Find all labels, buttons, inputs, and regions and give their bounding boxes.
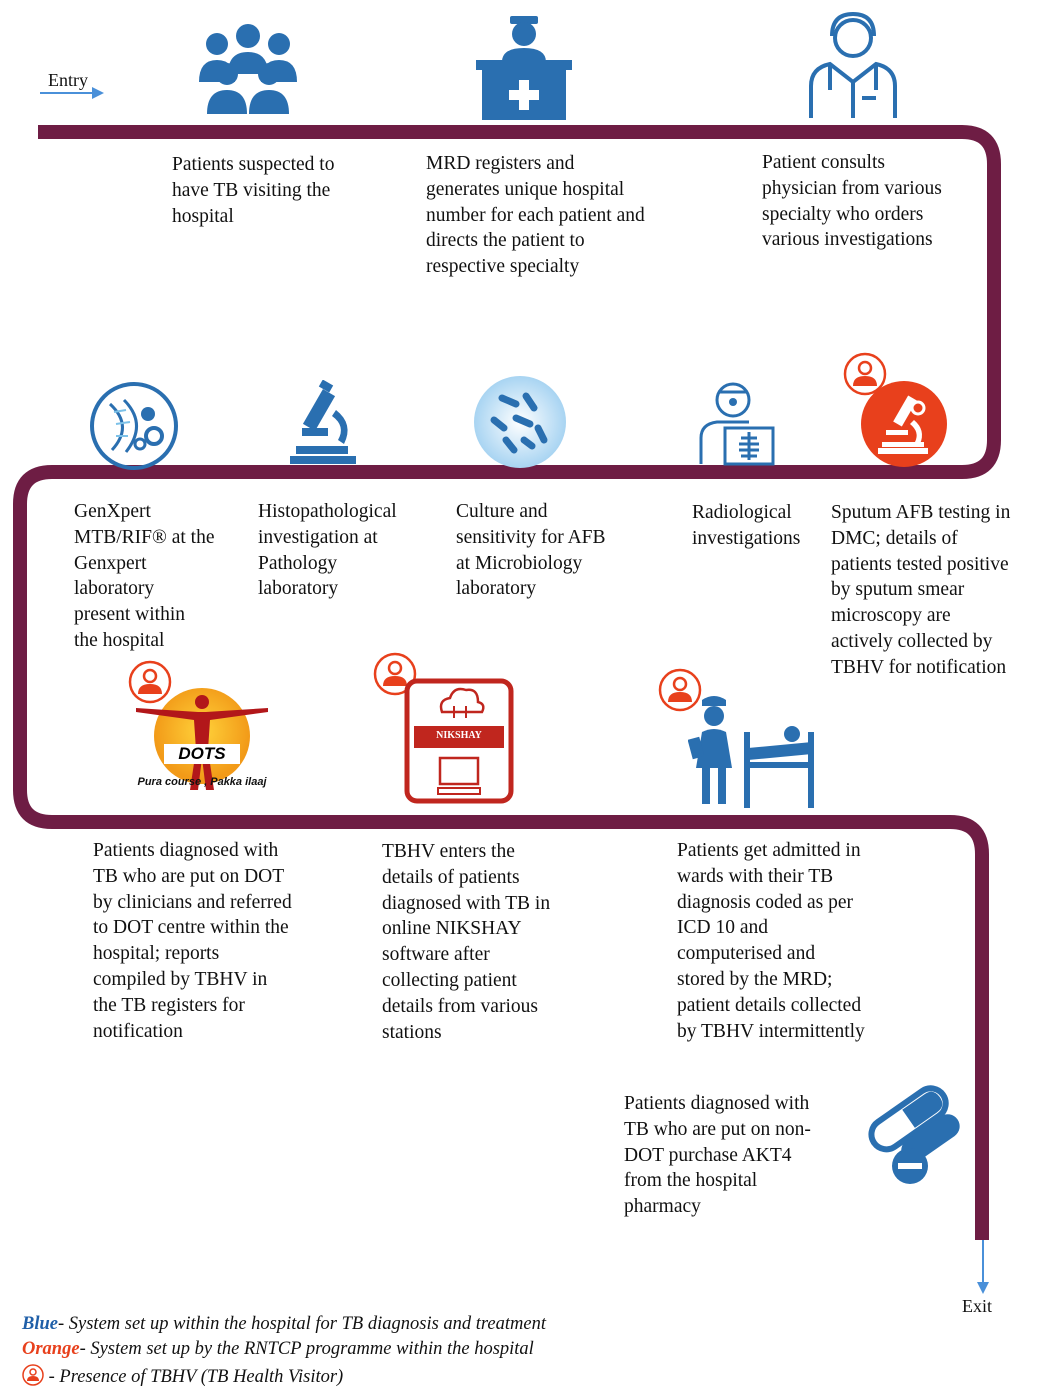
legend-blue-text: - System set up within the hospital for … [57, 1314, 546, 1334]
legend-blue-word: Blue [22, 1314, 58, 1334]
reception-desk-icon [476, 16, 572, 120]
legend-tbhv-text: - Presence of TBHV (TB Health Visitor) [44, 1367, 344, 1387]
legend-orange-text: - System set up by the RNTCP programme w… [79, 1339, 534, 1359]
tbhv-icon [22, 1364, 44, 1386]
step-text-ward-admission: Patients get admitted in wards with thei… [677, 840, 865, 1042]
tbhv-icon [128, 660, 172, 704]
step-text-dot-referral: Patients diagnosed with TB who are put o… [93, 840, 292, 1042]
dna-icon [90, 382, 178, 470]
legend-blue: Blue- System set up within the hospital … [22, 1314, 546, 1335]
step-text-non-dot: Patients diagnosed with TB who are put o… [624, 1093, 811, 1218]
dots-logo-title: DOTS [178, 744, 226, 763]
microscope-icon [290, 380, 356, 464]
step-text-physician-consult: Patient consults physician from various … [762, 152, 942, 251]
step-text-radiology: Radiological investigations [692, 502, 801, 549]
step-text-culture: Culture and sensitivity for AFB at Micro… [456, 501, 606, 600]
step-text-nikshay-entry: TBHV enters the details of patients diag… [382, 841, 551, 1043]
microscope-icon [861, 381, 947, 467]
people-icon [199, 24, 297, 114]
tbhv-icon [373, 652, 417, 696]
entry-label: Entry [48, 70, 88, 90]
step-text-sputum-afb: Sputum AFB testing in DMC; details of pa… [831, 502, 1011, 678]
ward-nurse-icon [688, 696, 814, 808]
nikshay-icon: NIKSHAY [404, 678, 514, 804]
tbhv-icon [658, 668, 702, 712]
dots-logo: DOTS Pura course , Pakka ilaaj [122, 680, 282, 810]
bacteria-icon [474, 376, 566, 468]
legend-orange: Orange- System set up by the RNTCP progr… [22, 1339, 534, 1360]
tbhv-icon [843, 352, 887, 396]
legend-orange-word: Orange [22, 1339, 80, 1359]
nikshay-label: NIKSHAY [436, 730, 482, 741]
physician-icon [809, 12, 897, 118]
step-text-patients-suspected: Patients suspected to have TB visiting t… [172, 154, 335, 227]
legend-tbhv: - Presence of TBHV (TB Health Visitor) [22, 1364, 343, 1388]
step-text-genxpert: GenXpert MTB/RIF® at the Genxpert labora… [74, 501, 215, 651]
pills-icon [868, 1085, 960, 1184]
dots-logo-tagline: Pura course , Pakka ilaaj [137, 776, 267, 788]
x-ray-icon [699, 382, 775, 466]
step-text-mrd-registers: MRD registers and generates unique hospi… [426, 153, 645, 278]
step-text-histopathology: Histopathological investigation at Patho… [258, 501, 397, 600]
exit-label: Exit [962, 1296, 992, 1316]
